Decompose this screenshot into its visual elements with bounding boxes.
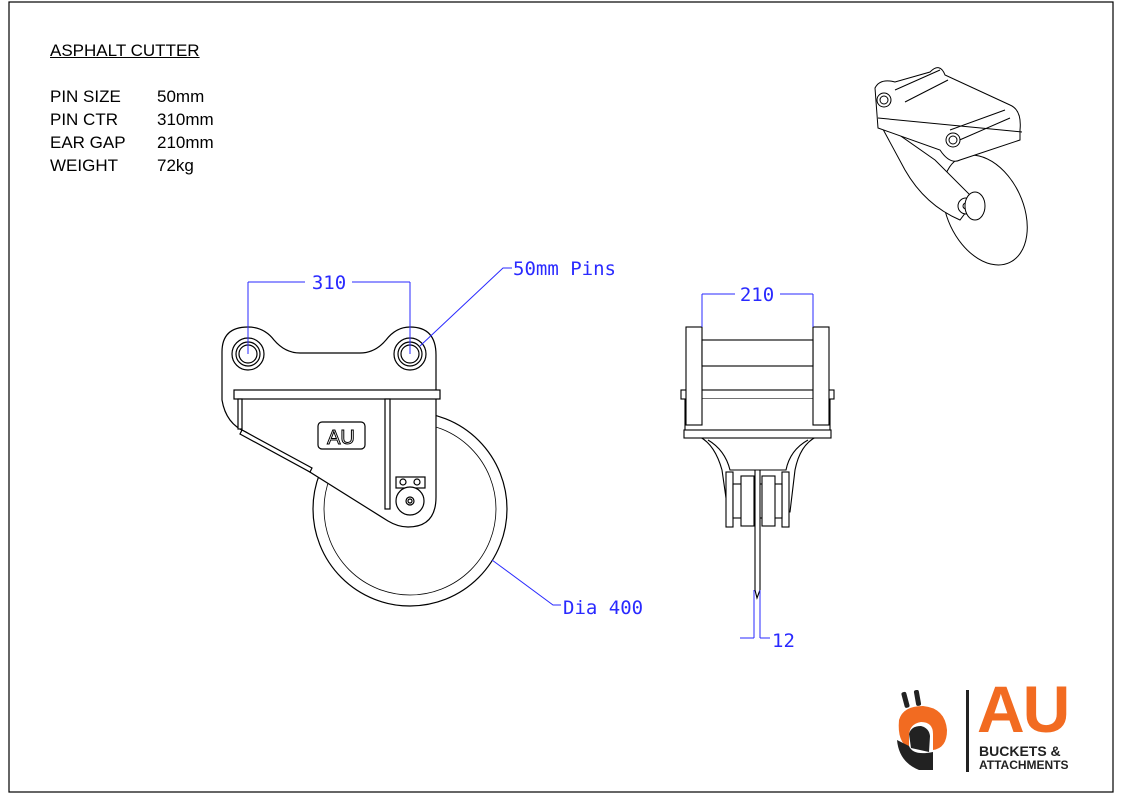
side-dimensions <box>247 267 561 606</box>
front-view <box>680 326 835 600</box>
side-view: AU <box>221 326 508 607</box>
blade-thickness-dimension: 12 <box>772 630 795 652</box>
front-dimensions <box>701 293 814 639</box>
logo-bucket-icon <box>897 690 947 770</box>
sheet-border <box>8 1 1114 793</box>
ear-gap-dimension: 210 <box>740 284 774 306</box>
spec-value-ear-gap: 210mm <box>157 133 214 152</box>
top-plate <box>233 389 441 400</box>
logo-line2: ATTACHMENTS <box>979 758 1069 772</box>
wheel-diameter-label: Dia 400 <box>563 597 643 619</box>
spec-value-weight: 72kg <box>157 156 194 175</box>
spec-value-pin-size: 50mm <box>157 87 205 106</box>
logo-wordmark: AU <box>977 672 1070 746</box>
spec-label-ear-gap: EAR GAP <box>50 133 126 152</box>
side-badge: AU <box>327 427 355 449</box>
isometric-view <box>874 67 1028 266</box>
logo-line1: BUCKETS & <box>979 743 1061 759</box>
blade <box>754 469 761 600</box>
spec-label-pin-ctr: PIN CTR <box>50 110 118 129</box>
spec-label-weight: WEIGHT <box>50 156 118 175</box>
spec-label-pin-size: PIN SIZE <box>50 87 121 106</box>
pin-size-label: 50mm Pins <box>513 258 616 280</box>
drawing-title: ASPHALT CUTTER <box>50 41 200 60</box>
badge-outline <box>317 421 366 450</box>
spec-value-pin-ctr: 310mm <box>157 110 214 129</box>
pin <box>701 339 814 367</box>
pin-centre-dimension: 310 <box>312 272 346 294</box>
logo-divider <box>966 690 969 772</box>
